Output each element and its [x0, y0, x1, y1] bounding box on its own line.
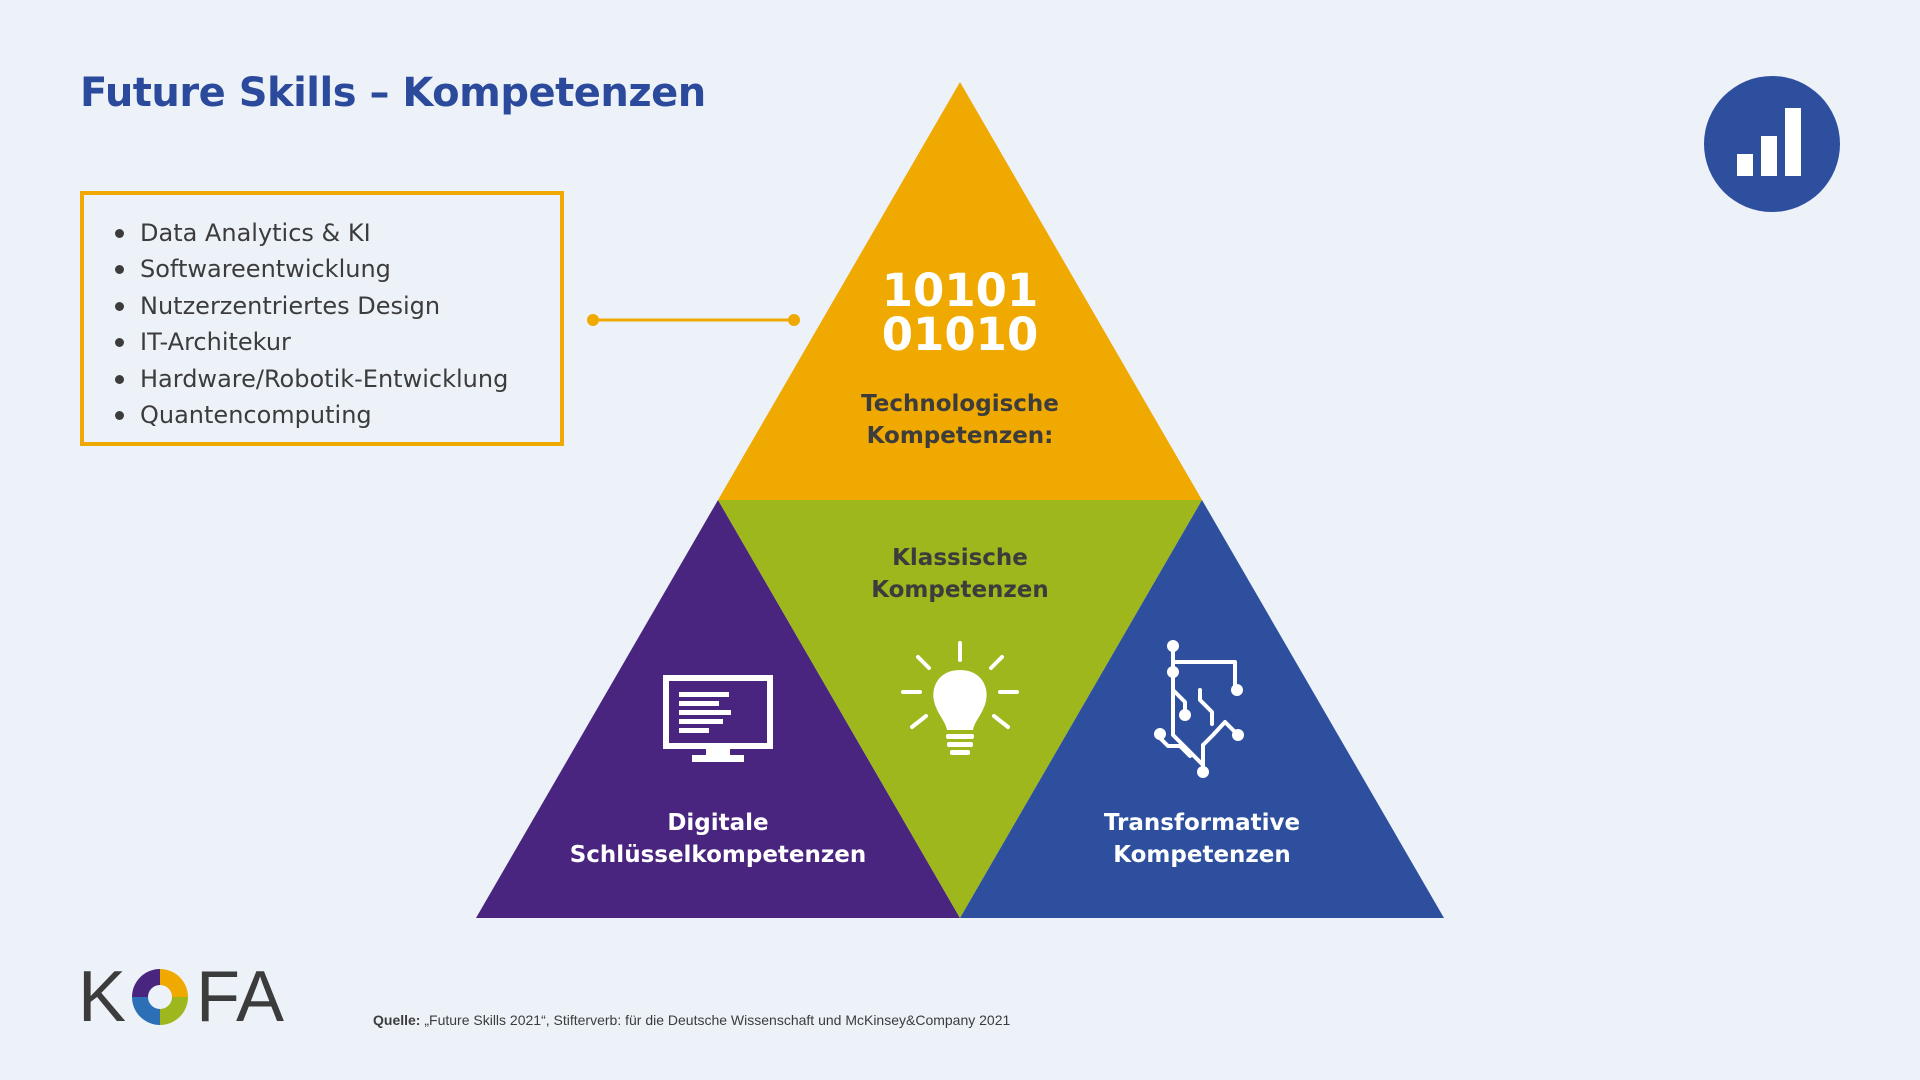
skill-item: IT-Architekur [112, 324, 560, 360]
triangle-top [718, 82, 1202, 500]
right-label-line-2: Kompetenzen [1113, 842, 1291, 868]
logo-letters-fa: FA [196, 957, 285, 1037]
center-label-line-2: Kompetenzen [871, 577, 1049, 603]
binary-line-2: 01010 [882, 308, 1039, 361]
kofa-logo: K FA [78, 957, 285, 1037]
top-label-line-2: Kompetenzen: [867, 423, 1054, 449]
monitor-icon [663, 675, 773, 762]
lightbulb-icon [901, 641, 1019, 755]
skills-box: Data Analytics & KI Softwareentwicklung … [80, 191, 564, 446]
logo-swirl-icon [132, 969, 189, 1025]
left-label-line-1: Digitale [667, 810, 768, 836]
logo-letter-k: K [78, 957, 127, 1037]
source-prefix: Quelle: [373, 1012, 421, 1028]
right-label-line-1: Transformative [1104, 810, 1300, 836]
skill-item: Nutzerzentriertes Design [112, 288, 560, 324]
connector-line [587, 314, 800, 326]
source-note: Quelle: „Future Skills 2021“, Stifterver… [373, 1012, 1010, 1028]
skill-item: Data Analytics & KI [112, 215, 560, 251]
top-label-line-1: Technologische [861, 391, 1059, 417]
bar-chart-icon [1704, 76, 1840, 212]
skills-list: Data Analytics & KI Softwareentwicklung … [112, 215, 560, 433]
triangle-right [960, 500, 1444, 918]
binary-line-1: 10101 [882, 264, 1039, 317]
circuit-icon [1154, 640, 1244, 778]
skill-item: Quantencomputing [112, 397, 560, 433]
center-label-line-1: Klassische [892, 545, 1028, 571]
triangle-left [476, 500, 960, 918]
page-title: Future Skills – Kompetenzen [80, 70, 706, 116]
skill-item: Softwareentwicklung [112, 251, 560, 287]
left-label-line-2: Schlüsselkompetenzen [570, 842, 867, 868]
skill-item: Hardware/Robotik-Entwicklung [112, 361, 560, 397]
source-text: „Future Skills 2021“, Stifterverb: für d… [420, 1012, 1011, 1028]
